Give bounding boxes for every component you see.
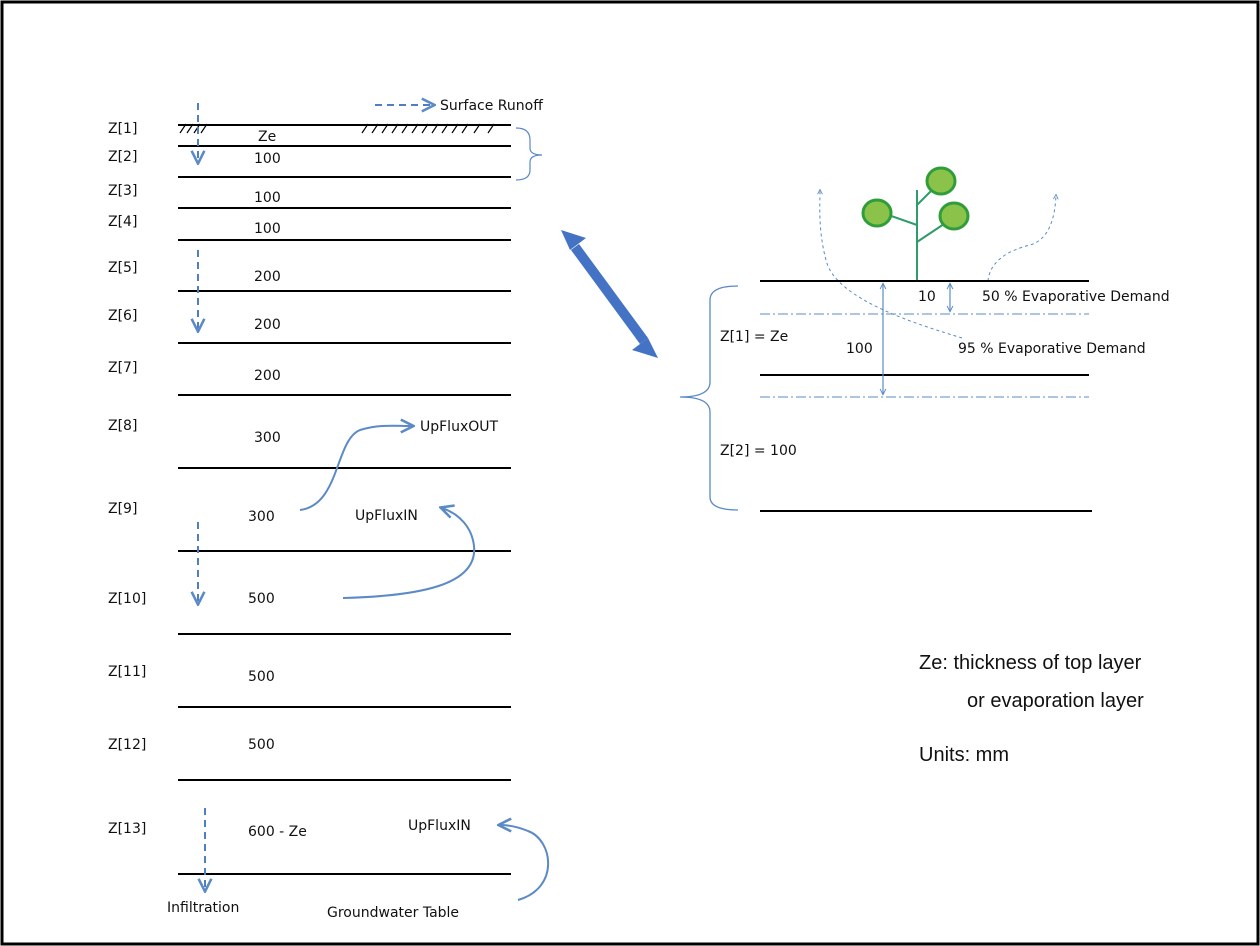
layer-name: Z[2] xyxy=(108,149,137,165)
ze-definition-line1: Ze: thickness of top layer xyxy=(919,652,1142,674)
layer-name: Z[11] xyxy=(108,664,146,680)
layer-thickness: 500 xyxy=(248,669,275,685)
surface-runoff-label: Surface Runoff xyxy=(440,98,543,114)
depth-100-label: 100 xyxy=(846,341,873,357)
layer-thickness: 300 xyxy=(248,509,275,525)
layer-name: Z[8] xyxy=(108,418,137,434)
layer-names: Z[1] Z[2] Z[3] Z[4] Z[5] Z[6] Z[7] Z[8] … xyxy=(108,121,146,837)
upflux-in-label: UpFluxIN xyxy=(355,508,418,524)
layer1-detail-label: Z[1] = Ze xyxy=(720,329,788,345)
evap-50-label: 50 % Evaporative Demand xyxy=(982,289,1170,305)
upflux-out-arrow xyxy=(299,426,412,511)
detail-brace xyxy=(679,285,739,511)
upflux-in-arrow xyxy=(342,508,476,599)
layer-thickness: 100 xyxy=(254,221,281,237)
layer-thickness: 200 xyxy=(254,317,281,333)
layer2-detail-label: Z[2] = 100 xyxy=(720,443,797,459)
layer-thicknesses: Ze 100 100 100 200 200 200 300 300 500 5… xyxy=(248,129,307,840)
layer-thickness: 300 xyxy=(254,430,281,446)
layer-thickness: 200 xyxy=(254,269,281,285)
groundwater-upflux-arrow xyxy=(500,825,550,901)
layer-name: Z[9] xyxy=(108,501,137,517)
layer-thickness: 100 xyxy=(254,151,281,167)
soil-profile: Z[1] Z[2] Z[3] Z[4] Z[5] Z[6] Z[7] Z[8] … xyxy=(108,98,550,921)
evap-95-label: 95 % Evaporative Demand xyxy=(958,341,1146,357)
layer-name: Z[13] xyxy=(108,821,146,837)
layer-name: Z[1] xyxy=(108,121,137,137)
depth-10-label: 10 xyxy=(918,289,936,305)
units-note: Units: mm xyxy=(919,744,1009,766)
upflux-in-label-bottom: UpFluxIN xyxy=(408,818,471,834)
top-layers-bracket xyxy=(515,127,543,181)
layer-name: Z[12] xyxy=(108,737,146,753)
evaporation-curve-50 xyxy=(987,195,1056,282)
infiltration-label: Infiltration xyxy=(167,900,239,916)
percolation-arrows xyxy=(198,103,205,890)
legend-notes: Ze: thickness of top layer or evaporatio… xyxy=(919,652,1144,766)
layer-name: Z[10] xyxy=(108,591,146,607)
layer-name: Z[5] xyxy=(108,260,137,276)
plant-icon xyxy=(861,166,970,281)
layer-thickness: Ze xyxy=(258,129,276,145)
zoom-link-arrow xyxy=(561,230,658,358)
layer-name: Z[4] xyxy=(108,214,137,230)
layer-boundaries xyxy=(178,124,511,875)
layer-name: Z[7] xyxy=(108,360,137,376)
ze-definition-line2: or evaporation layer xyxy=(967,690,1144,712)
layer-name: Z[3] xyxy=(108,183,137,199)
evaporation-curve-95 xyxy=(820,190,963,339)
layer-thickness: 600 - Ze xyxy=(248,824,307,840)
layer-thickness: 100 xyxy=(254,190,281,206)
layer-thickness: 500 xyxy=(248,591,275,607)
top-layer-detail: 10 50 % Evaporative Demand Z[1] = Ze 100… xyxy=(679,166,1170,512)
upflux-out-label: UpFluxOUT xyxy=(420,419,499,435)
layer-thickness: 200 xyxy=(254,368,281,384)
layer-name: Z[6] xyxy=(108,308,137,324)
groundwater-table-label: Groundwater Table xyxy=(327,905,459,921)
layer-thickness: 500 xyxy=(248,737,275,753)
